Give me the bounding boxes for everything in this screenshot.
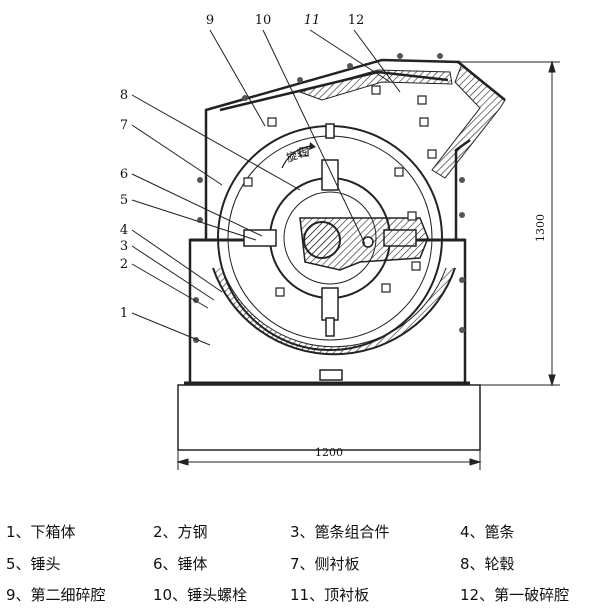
- legend-item: 3、篦条组合件: [290, 523, 390, 541]
- height-dimension: [460, 60, 560, 387]
- legend-item: 11、顶衬板: [290, 586, 370, 604]
- width-dimension: [176, 450, 482, 470]
- rotation-arrow: [281, 145, 311, 169]
- callout-9: 9: [206, 13, 214, 28]
- callout-5: 5: [120, 193, 128, 208]
- legend-item: 8、轮毂: [460, 555, 515, 573]
- legend-row: 1、下箱体 2、方钢 3、篦条组合件 4、篦条: [0, 518, 600, 546]
- callout-11: 11: [304, 13, 321, 28]
- callout-4: 4: [120, 223, 128, 238]
- rotation-label: 旋转: [284, 144, 309, 165]
- height-dimension-label: 1300: [534, 214, 547, 242]
- leader-lines: [131, 29, 401, 346]
- legend-item: 10、锤头螺栓: [153, 586, 248, 604]
- callout-10: 10: [255, 13, 272, 28]
- hammer-bolt: [362, 236, 374, 248]
- callout-3: 3: [120, 239, 128, 254]
- legend-item: 9、第二细碎腔: [6, 586, 106, 604]
- callout-2: 2: [120, 257, 128, 272]
- callout-8: 8: [120, 88, 128, 103]
- legend-item: 12、第一破碎腔: [460, 586, 570, 604]
- discharge-plate: [319, 369, 343, 381]
- legend-item: 2、方钢: [153, 523, 208, 541]
- callout-7: 7: [120, 118, 128, 133]
- crusher-drawing: 旋转 1300 1200 1 2 3 4 5 6 7 8 9 10: [120, 13, 560, 470]
- foundation-block: [177, 384, 481, 451]
- top-liner: [298, 69, 453, 101]
- legend-item: 1、下箱体: [6, 523, 76, 541]
- callout-12: 12: [348, 13, 365, 28]
- legend-row: 5、锤头 6、锤体 7、侧衬板 8、轮毂: [0, 550, 600, 578]
- feed-chute-liner: [431, 63, 506, 179]
- legend-item: 4、篦条: [460, 523, 515, 541]
- hammer-heads: [243, 85, 437, 297]
- callout-1: 1: [120, 306, 128, 321]
- legend-item: 6、锤体: [153, 555, 208, 573]
- legend-row: 9、第二细碎腔 10、锤头螺栓 11、顶衬板 12、第一破碎腔: [0, 581, 600, 609]
- main-shaft: [303, 221, 341, 259]
- parts-legend: 1、下箱体 2、方钢 3、篦条组合件 4、篦条 5、锤头 6、锤体 7、侧衬板 …: [0, 518, 600, 613]
- grate-bars: [212, 267, 456, 356]
- width-dimension-label: 1200: [315, 446, 343, 459]
- callout-6: 6: [120, 167, 128, 182]
- legend-item: 7、侧衬板: [290, 555, 360, 573]
- legend-item: 5、锤头: [6, 555, 61, 573]
